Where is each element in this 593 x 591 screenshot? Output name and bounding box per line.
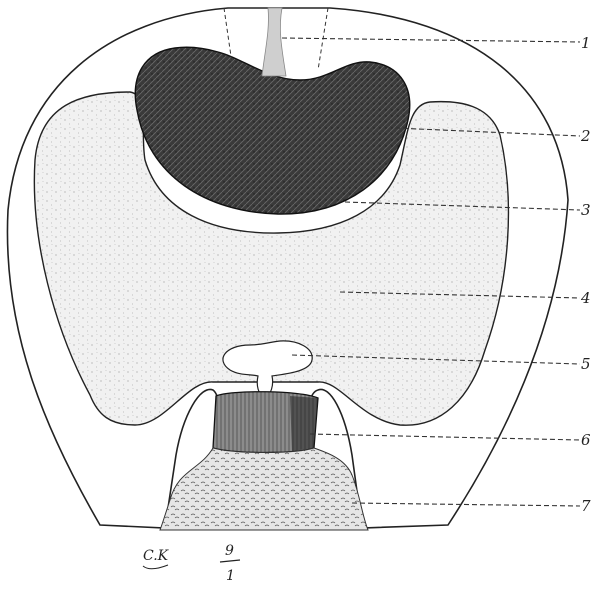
scale-denominator: 1	[226, 568, 235, 584]
signature-underline	[143, 565, 168, 569]
label-2: 2	[580, 127, 591, 145]
scale-numerator: 9	[225, 543, 234, 559]
label-3: 3	[581, 201, 591, 219]
label-5: 5	[581, 355, 591, 373]
scale-bar	[220, 560, 240, 562]
stump-shadow	[290, 396, 318, 451]
label-7: 7	[581, 497, 591, 515]
label-4: 4	[580, 289, 591, 307]
label-1: 1	[581, 34, 591, 52]
label-6: 6	[581, 431, 591, 449]
fibrous-base	[160, 448, 368, 530]
artist-signature: C.K	[143, 548, 170, 564]
